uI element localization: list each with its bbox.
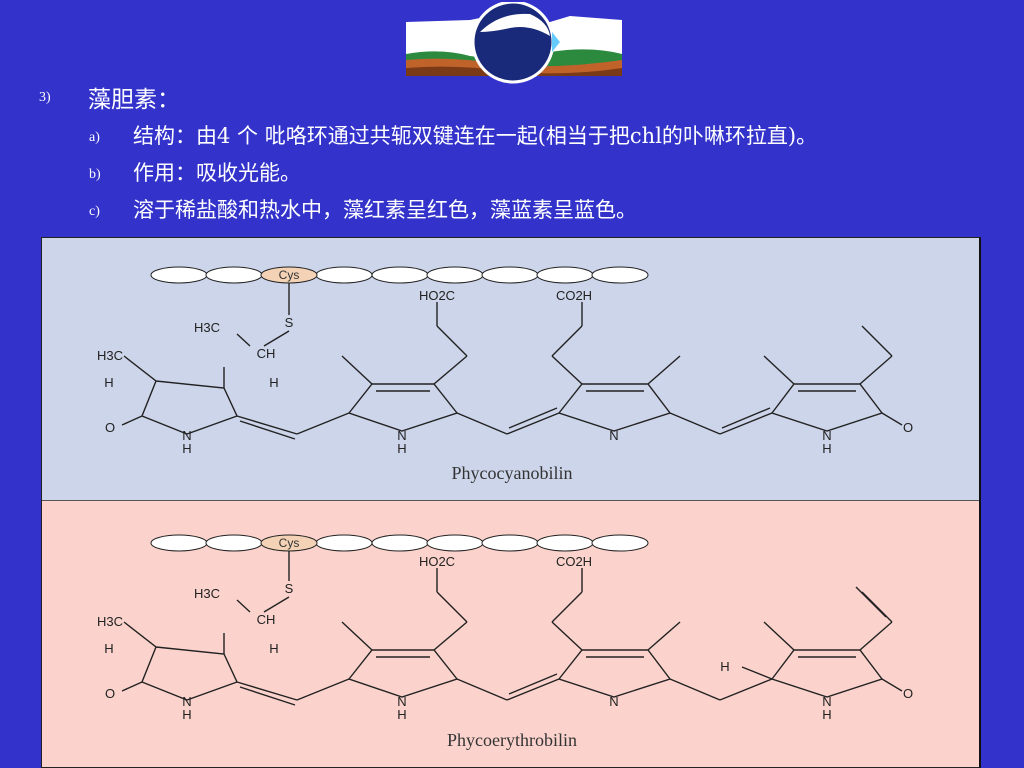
h-right-label: H xyxy=(269,375,278,390)
hydrogen-label: H xyxy=(822,441,831,456)
item-number: 3) xyxy=(39,90,51,105)
subitem-text: 溶于稀盐酸和热水中，藻红素呈红色，藻蓝素呈蓝色。 xyxy=(133,198,637,222)
h3c-upper-label: H3C xyxy=(194,320,220,335)
caption: Phycoerythrobilin xyxy=(447,730,577,750)
h3c-upper-label: H3C xyxy=(194,586,220,601)
cys-label: Cys xyxy=(279,268,300,282)
phycoerythrobilin-structure: Cys xyxy=(97,534,913,750)
carboxyl-label: CO2H xyxy=(556,288,592,303)
logo-icon xyxy=(406,2,622,84)
nitrogen-label: N xyxy=(609,694,618,709)
phycocyanobilin-panel: Cys xyxy=(42,238,979,501)
nitrogen-label: N xyxy=(182,694,191,709)
hydrogen-label: H xyxy=(397,707,406,722)
carboxyl-label: CO2H xyxy=(556,554,592,569)
oxygen-left-label: O xyxy=(105,686,115,701)
nitrogen-label: N xyxy=(822,694,831,709)
subitem-text: 作用：吸收光能。 xyxy=(133,161,301,185)
h3c-left-label: H3C xyxy=(97,348,123,363)
carboxyl-label: HO2C xyxy=(419,288,455,303)
item-title: 藻胆素： xyxy=(88,87,180,113)
ch-label: CH xyxy=(257,612,276,627)
nitrogen-label: N xyxy=(822,428,831,443)
nitrogen-label: N xyxy=(609,428,618,443)
nitrogen-label: N xyxy=(182,428,191,443)
hydrogen-label: H xyxy=(397,441,406,456)
hydrogen-label: H xyxy=(182,707,191,722)
carboxyl-label: HO2C xyxy=(419,554,455,569)
sulfur-label: S xyxy=(285,581,294,596)
subitem-marker: b) xyxy=(89,167,101,182)
hydrogen-label: H xyxy=(182,441,191,456)
subitem-text: 结构：由4 个 吡咯环通过共轭双键连在一起(相当于把chl的卟啉环拉直)。 xyxy=(133,124,818,148)
subitem-marker: a) xyxy=(89,130,100,145)
nitrogen-label: N xyxy=(397,428,406,443)
subitem-marker: c) xyxy=(89,204,100,219)
hydrogen-label: H xyxy=(822,707,831,722)
hydrogen-label: H xyxy=(720,659,729,674)
ch-label: CH xyxy=(257,346,276,361)
nitrogen-label: N xyxy=(397,694,406,709)
h3c-left-label: H3C xyxy=(97,614,123,629)
h-left-label: H xyxy=(104,641,113,656)
sulfur-label: S xyxy=(285,315,294,330)
h-left-label: H xyxy=(104,375,113,390)
chemical-structures-figure: Cys xyxy=(41,237,981,768)
cys-label: Cys xyxy=(279,536,300,550)
phycocyanobilin-structure: Cys xyxy=(97,266,913,483)
oxygen-right-label: O xyxy=(903,420,913,435)
oxygen-right-label: O xyxy=(903,686,913,701)
phycoerythrobilin-panel: Cys xyxy=(42,501,979,767)
oxygen-left-label: O xyxy=(105,420,115,435)
caption: Phycocyanobilin xyxy=(452,463,573,483)
h-right-label: H xyxy=(269,641,278,656)
